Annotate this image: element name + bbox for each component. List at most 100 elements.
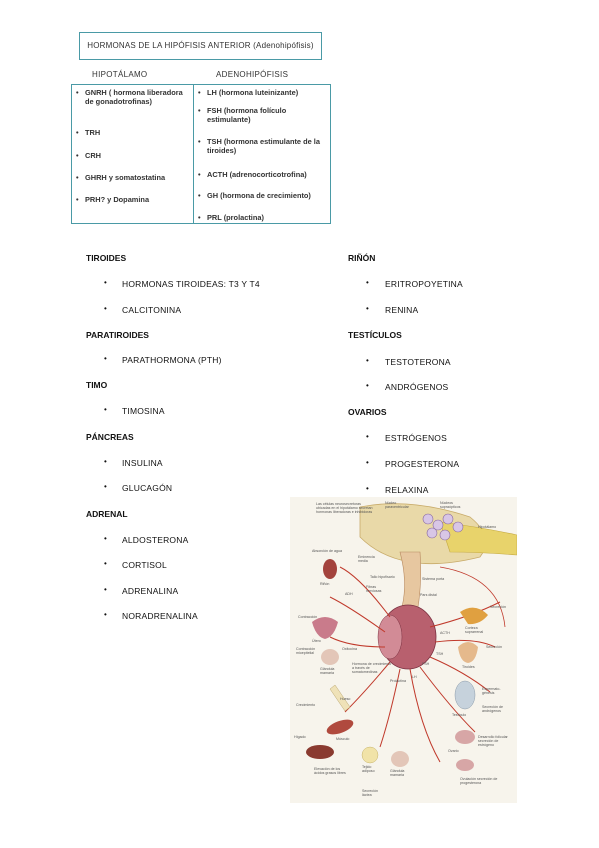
hipotalamo-item: •GNRH ( hormona liberadora de gonadotrof… xyxy=(76,88,183,106)
fig-label: Absorción de agua xyxy=(312,549,342,553)
fig-label: Tejido adiposo xyxy=(362,765,375,773)
hipotalamo-box: •GNRH ( hormona liberadora de gonadotrof… xyxy=(71,84,194,224)
section-title-rinon: RIÑÓN xyxy=(348,253,376,263)
hipotalamo-item: •CRH xyxy=(76,151,102,160)
list-item: RELAXINA xyxy=(385,485,429,495)
hipotalamo-header: HIPOTÁLAMO xyxy=(92,70,148,79)
section-title-ovarios: OVARIOS xyxy=(348,407,387,417)
bullet: • xyxy=(104,585,107,594)
bullet: • xyxy=(366,381,369,390)
kidney-organ xyxy=(323,559,337,579)
fig-label: Contracción xyxy=(298,615,318,619)
adenohipofisis-header: ADENOHIPÓFISIS xyxy=(216,70,289,79)
list-item: ADRENALINA xyxy=(122,586,179,596)
fig-label: Oxitocina xyxy=(342,647,357,651)
fig-label: Ovulación secreción de progesterona xyxy=(460,777,498,785)
fig-label: Secreción de andrógenos xyxy=(482,705,503,713)
list-item: ESTRÓGENOS xyxy=(385,433,447,443)
section-title-timo: TIMO xyxy=(86,380,108,390)
list-item: CALCITONINA xyxy=(122,305,182,315)
fig-label: Músculo xyxy=(336,737,350,741)
fig-label: Hipotálamo xyxy=(478,525,497,529)
pituitary-illustration: Las células neurosecretoras ubicadas en … xyxy=(290,497,517,803)
bullet: • xyxy=(104,354,107,363)
fig-label: Tiroides xyxy=(462,665,475,669)
posterior-pituitary xyxy=(377,614,403,660)
bullet: • xyxy=(104,559,107,568)
bone-organ xyxy=(329,684,351,712)
fig-label: Secreción xyxy=(486,645,502,649)
section-title-tiroides: TIROIDES xyxy=(86,253,127,263)
fig-label: Glándula mamaria xyxy=(320,667,335,675)
fig-label: Riñón xyxy=(320,582,330,586)
bullet: • xyxy=(366,278,369,287)
fig-label: Ovario xyxy=(448,749,459,753)
fig-label: Eminencia media xyxy=(358,555,375,563)
liver-organ xyxy=(306,745,334,759)
fig-label: Hormona de crecimiento a través de somat… xyxy=(352,662,392,674)
adenohipofisis-item: •GH (hormona de crecimiento) xyxy=(198,191,311,200)
fig-label: Secreción láctea xyxy=(362,789,378,797)
fig-label: Núcleo paraventricular xyxy=(385,501,409,509)
fig-label: Espermato-génesis xyxy=(482,687,501,695)
mammary-organ-2 xyxy=(391,751,409,767)
fig-label: Prolactina xyxy=(390,679,406,683)
list-item: NORADRENALINA xyxy=(122,611,198,621)
adenohipofisis-box: •LH (hormona luteinizante) •FSH (hormona… xyxy=(193,84,331,224)
fig-label: Núcleos supraópticos xyxy=(440,501,461,509)
fig-label: ADH xyxy=(345,592,353,596)
bullet: • xyxy=(104,610,107,619)
list-item: TIMOSINA xyxy=(122,406,165,416)
bullet: • xyxy=(104,304,107,313)
fig-label: Útero xyxy=(312,639,321,643)
section-title-testiculos: TESTÍCULOS xyxy=(348,330,402,340)
list-item: CORTISOL xyxy=(122,560,167,570)
bullet: • xyxy=(366,484,369,493)
fig-label: Desarrollo folicular secreción de estróg… xyxy=(478,735,508,747)
adrenal-organ xyxy=(460,607,488,625)
fig-label: Hueso xyxy=(340,697,351,701)
adenohipofisis-item: •PRL (prolactina) xyxy=(198,213,264,222)
pituitary-stalk xyxy=(399,551,421,608)
fig-label: Pars distal xyxy=(420,593,437,597)
section-title-pancreas: PÁNCREAS xyxy=(86,432,134,442)
adipose-organ xyxy=(361,746,379,764)
bullet: • xyxy=(366,458,369,467)
fig-label: Hígado xyxy=(294,735,306,739)
fig-label: Testículo xyxy=(452,713,467,717)
list-item: GLUCAGÓN xyxy=(122,483,173,493)
list-item: ANDRÓGENOS xyxy=(385,382,449,392)
fig-label: Las células neurosecretoras ubicadas en … xyxy=(316,502,373,514)
fig-label: Corteza suprarrenal xyxy=(465,626,484,634)
hipotalamo-item: •PRH? y Dopamina xyxy=(76,195,150,204)
table-title: HORMONAS DE LA HIPÓFISIS ANTERIOR (Adeno… xyxy=(79,32,322,60)
fig-label: Crecimiento xyxy=(296,703,316,707)
neurosecretory-cells xyxy=(422,513,464,541)
fig-label: Fibras nerviosas xyxy=(366,585,382,593)
bullet: • xyxy=(104,278,107,287)
fig-label: FSH xyxy=(422,662,430,666)
vessels xyxy=(329,566,501,763)
fig-label: ACTH xyxy=(440,631,450,635)
ovary-organ xyxy=(455,730,475,744)
fig-label: TSH xyxy=(436,652,444,656)
adenohipofisis-item: •LH (hormona luteinizante) xyxy=(198,88,299,97)
section-title-adrenal: ADRENAL xyxy=(86,509,128,519)
bullet: • xyxy=(366,432,369,441)
thyroid-organ xyxy=(458,642,478,663)
fig-label: Glándula mamaria xyxy=(390,769,405,777)
list-item: HORMONAS TIROIDEAS: T3 Y T4 xyxy=(122,279,260,289)
bullet: • xyxy=(366,356,369,365)
list-item: ALDOSTERONA xyxy=(122,535,189,545)
fig-label: Elevación de los ácidos grasos libres xyxy=(314,767,346,775)
fig-label: Contracción mioepitelial xyxy=(296,647,316,655)
pituitary-diagram xyxy=(306,503,517,771)
list-item: TESTOTERONA xyxy=(385,357,451,367)
bullet: • xyxy=(104,457,107,466)
bullet: • xyxy=(104,405,107,414)
bullet: • xyxy=(366,304,369,313)
adenohipofisis-item: •ACTH (adrenocorticotrofina) xyxy=(198,170,307,179)
section-title-paratiroides: PARATIROIDES xyxy=(86,330,149,340)
list-item: ERITROPOYETINA xyxy=(385,279,463,289)
uterus-organ xyxy=(312,617,338,639)
